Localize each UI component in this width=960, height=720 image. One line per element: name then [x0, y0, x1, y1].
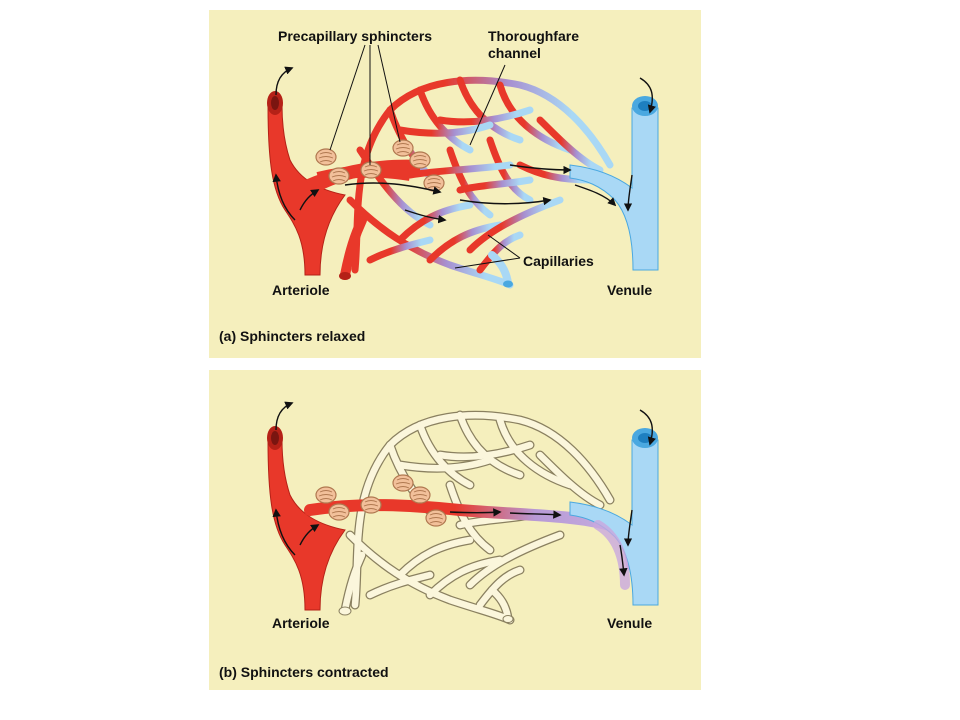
- label-arteriole-b: Arteriole: [272, 615, 330, 631]
- label-thoroughfare-line-2: channel: [488, 45, 541, 61]
- venule-mixed-flow-b: [593, 520, 630, 590]
- capillary-stub-end-blue-a: [503, 280, 513, 288]
- label-leaders-a: [329, 44, 521, 269]
- sphincter-b-6: [425, 509, 447, 527]
- label-venule-b: Venule: [607, 615, 652, 631]
- label-venule-a: Venule: [607, 282, 652, 298]
- caption-a: (a) Sphincters relaxed: [219, 328, 365, 344]
- capillary-stub-end-red-a: [339, 272, 351, 280]
- venule-opening-inner-b: [638, 433, 652, 443]
- sphincter-b-4: [392, 474, 414, 492]
- venule-a: [569, 107, 659, 271]
- capillary-mesh-a: [346, 76, 614, 289]
- sphincter-b-3: [360, 496, 382, 514]
- sphincter-b-5: [409, 486, 431, 504]
- sphincter-b-2: [328, 503, 350, 521]
- capillary-stub-blue-a: [488, 251, 512, 287]
- sphincter-a-1: [315, 148, 337, 166]
- label-arteriole-a: Arteriole: [272, 282, 330, 298]
- flow-arrows-b: [272, 401, 656, 577]
- label-precapillary-sphincters: Precapillary sphincters: [278, 28, 432, 44]
- label-capillaries: Capillaries: [523, 253, 594, 269]
- arteriole-b: [267, 439, 346, 611]
- capillary-stub-red-a: [340, 215, 367, 280]
- capillary-stub-end-b-2: [502, 615, 514, 623]
- sphincter-a-2: [328, 167, 350, 185]
- sphincter-a-5: [409, 151, 431, 169]
- label-thoroughfare-line-1: Thoroughfare: [488, 28, 579, 44]
- panel-a: Precapillary sphincters Thoroughfare cha…: [209, 10, 701, 358]
- flow-arrows-a: [272, 66, 656, 224]
- sphincter-a-4: [392, 139, 414, 157]
- sphincter-b-1: [315, 486, 337, 504]
- arteriole-opening-inner-a: [271, 96, 279, 110]
- arteriole-opening-inner-b: [271, 431, 279, 445]
- caption-b: (b) Sphincters contracted: [219, 664, 389, 680]
- arteriole-a: [267, 104, 346, 276]
- panel-b: Arteriole Venule (b) Sphincters contract…: [209, 370, 701, 690]
- capillary-stub-end-b-1: [338, 606, 352, 616]
- venule-opening-inner-a: [638, 101, 652, 111]
- sphincter-a-3: [360, 161, 382, 179]
